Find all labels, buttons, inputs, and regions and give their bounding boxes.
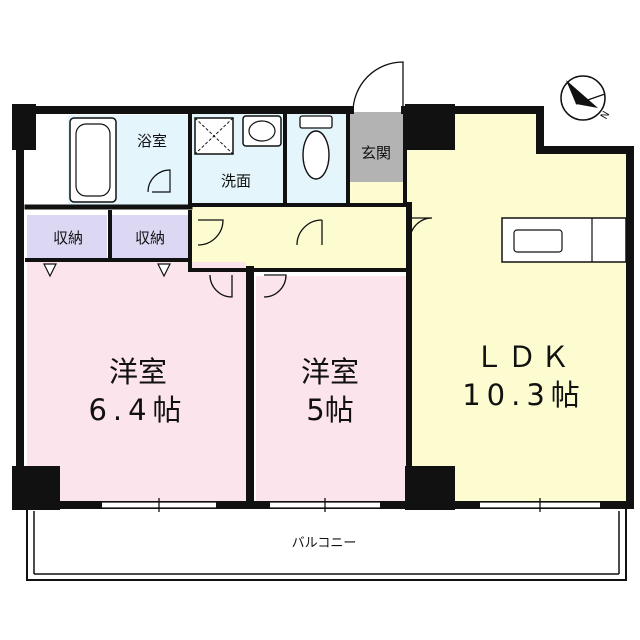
western-room-1	[27, 262, 246, 505]
closet-door-markers	[43, 263, 171, 278]
ldk-room	[407, 107, 626, 505]
western-2-size: 5帖	[306, 393, 353, 427]
balcony-label: バルコニー	[292, 536, 357, 551]
western-room-2	[256, 276, 407, 505]
entrance-step	[350, 182, 407, 205]
western-1-size: 6.4帖	[88, 393, 187, 427]
washroom-label: 洗面	[221, 172, 251, 190]
bathtub-icon	[69, 117, 117, 203]
ldk-name: ＬＤＫ	[474, 340, 573, 374]
storage-1	[27, 215, 107, 258]
north-label: N	[599, 110, 612, 122]
western-2-name: 洋室	[301, 355, 359, 389]
bath-label: 浴室	[137, 132, 167, 150]
western-1-name: 洋室	[109, 355, 167, 389]
bath-door-icon	[147, 169, 171, 193]
kitchen-counter	[501, 217, 627, 263]
windows	[102, 498, 600, 512]
entrance-label: 玄関	[361, 144, 391, 162]
ldk-size: 10.3帖	[462, 378, 586, 412]
storage-2-label: 収納	[135, 229, 165, 247]
doors	[197, 61, 433, 298]
toilet-icon	[299, 115, 333, 180]
north-arrow-icon: N	[560, 75, 612, 122]
storage-1-label: 収納	[53, 229, 83, 247]
washbasin-icon	[242, 115, 282, 147]
columns	[12, 104, 455, 510]
storage-2	[112, 215, 188, 258]
hallway	[190, 205, 410, 270]
entrance-floor	[350, 112, 407, 182]
floor-drain-icon	[194, 117, 234, 155]
balcony	[26, 504, 627, 581]
